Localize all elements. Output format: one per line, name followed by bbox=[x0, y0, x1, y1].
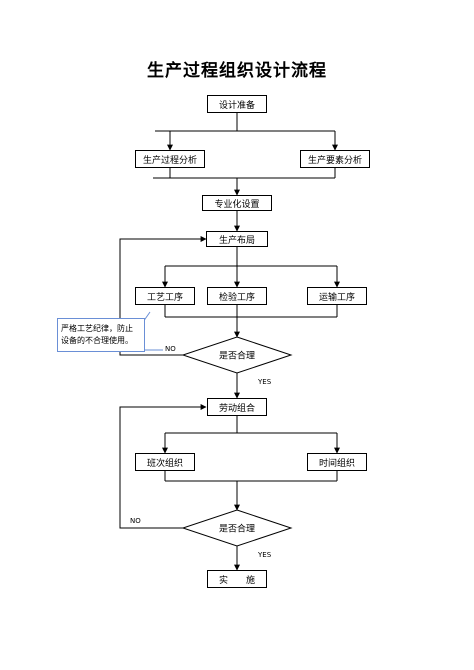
node-specialization: 专业化设置 bbox=[202, 195, 272, 211]
node-layout: 生产布局 bbox=[206, 231, 268, 247]
loop-no-2 bbox=[119, 404, 207, 529]
node-element-analysis: 生产要素分析 bbox=[300, 150, 370, 168]
node-design-prep: 设计准备 bbox=[207, 95, 267, 113]
loop-no-1 bbox=[119, 236, 207, 356]
node-labor-combination: 劳动组合 bbox=[207, 398, 267, 416]
decision-1-label: 是否合理 bbox=[218, 351, 256, 362]
node-transport-process: 运输工序 bbox=[307, 287, 367, 305]
node-shift-organization: 班次组织 bbox=[135, 453, 195, 471]
decision-2-label: 是否合理 bbox=[218, 524, 256, 535]
page-title: 生产过程组织设计流程 bbox=[147, 61, 327, 81]
yes-label-1: YES bbox=[258, 378, 272, 386]
node-time-organization: 时间组织 bbox=[307, 453, 367, 471]
note-line-1: 严格工艺纪律，防止 bbox=[61, 324, 133, 333]
yes-label-2: YES bbox=[258, 551, 272, 559]
node-process-analysis: 生产过程分析 bbox=[135, 150, 205, 168]
node-craft-process: 工艺工序 bbox=[135, 287, 195, 305]
node-implement: 实 施 bbox=[207, 570, 267, 588]
decision-2-shape bbox=[181, 509, 293, 547]
no-label-2: NO bbox=[130, 517, 141, 525]
note-line-2: 设备的不合理使用。 bbox=[61, 336, 133, 345]
note-callout: 严格工艺纪律，防止 设备的不合理使用。 bbox=[57, 318, 145, 352]
no-label-1: NO bbox=[165, 345, 176, 353]
decision-1-shape bbox=[181, 336, 293, 374]
node-inspection-process: 检验工序 bbox=[207, 287, 267, 305]
